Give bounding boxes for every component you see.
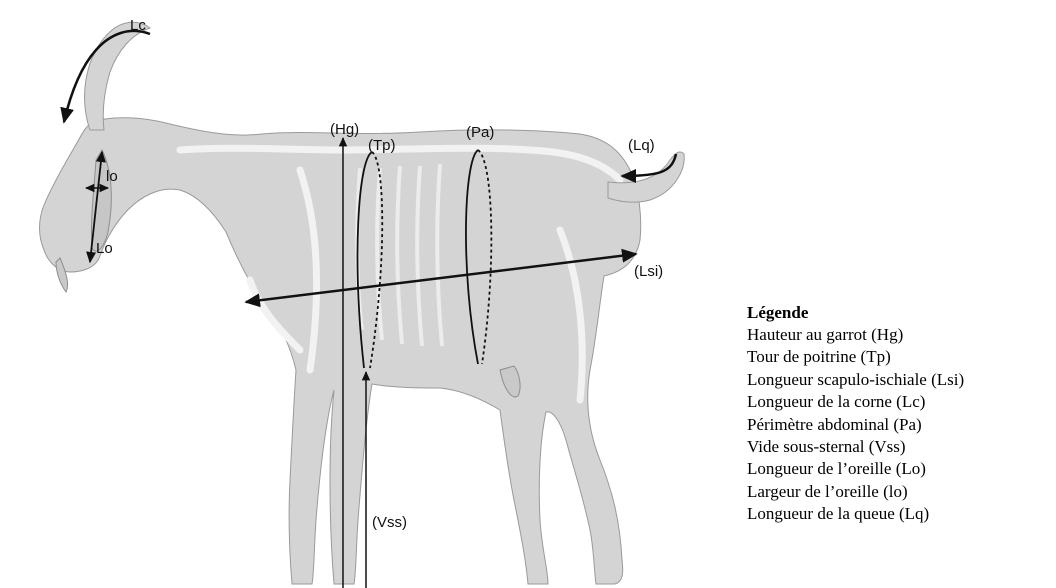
label-pa: (Pa): [466, 124, 494, 141]
legend-item-tp: Tour de poitrine (Tp): [747, 346, 964, 368]
legend: Légende Hauteur au garrot (Hg) Tour de p…: [747, 302, 964, 526]
legend-item-pa: Périmètre abdominal (Pa): [747, 414, 964, 436]
label-lq: (Lq): [628, 137, 655, 154]
legend-item-vss: Vide sous-sternal (Vss): [747, 436, 964, 458]
legend-item-lsi: Longueur scapulo-ischiale (Lsi): [747, 369, 964, 391]
label-lo: Lo: [96, 240, 113, 257]
legend-item-lo: Longueur de l’oreille (Lo): [747, 458, 964, 480]
label-hg: (Hg): [330, 121, 359, 138]
legend-item-lc: Longueur de la corne (Lc): [747, 391, 964, 413]
label-lsi: (Lsi): [634, 263, 663, 280]
label-tp: (Tp): [368, 137, 396, 154]
legend-item-lq: Longueur de la queue (Lq): [747, 503, 964, 525]
goat-silhouette: [40, 22, 685, 584]
label-lo-small: lo: [106, 168, 118, 185]
label-lc: Lc: [130, 17, 146, 34]
legend-item-hg: Hauteur au garrot (Hg): [747, 324, 964, 346]
label-vss: (Vss): [372, 514, 407, 531]
legend-item-lo-small: Largeur de l’oreille (lo): [747, 481, 964, 503]
legend-title: Légende: [747, 302, 964, 324]
goat-measurement-diagram: Lc (Hg) (Tp) (Pa) (Lq) lo Lo (Lsi) (Vss): [0, 0, 720, 588]
